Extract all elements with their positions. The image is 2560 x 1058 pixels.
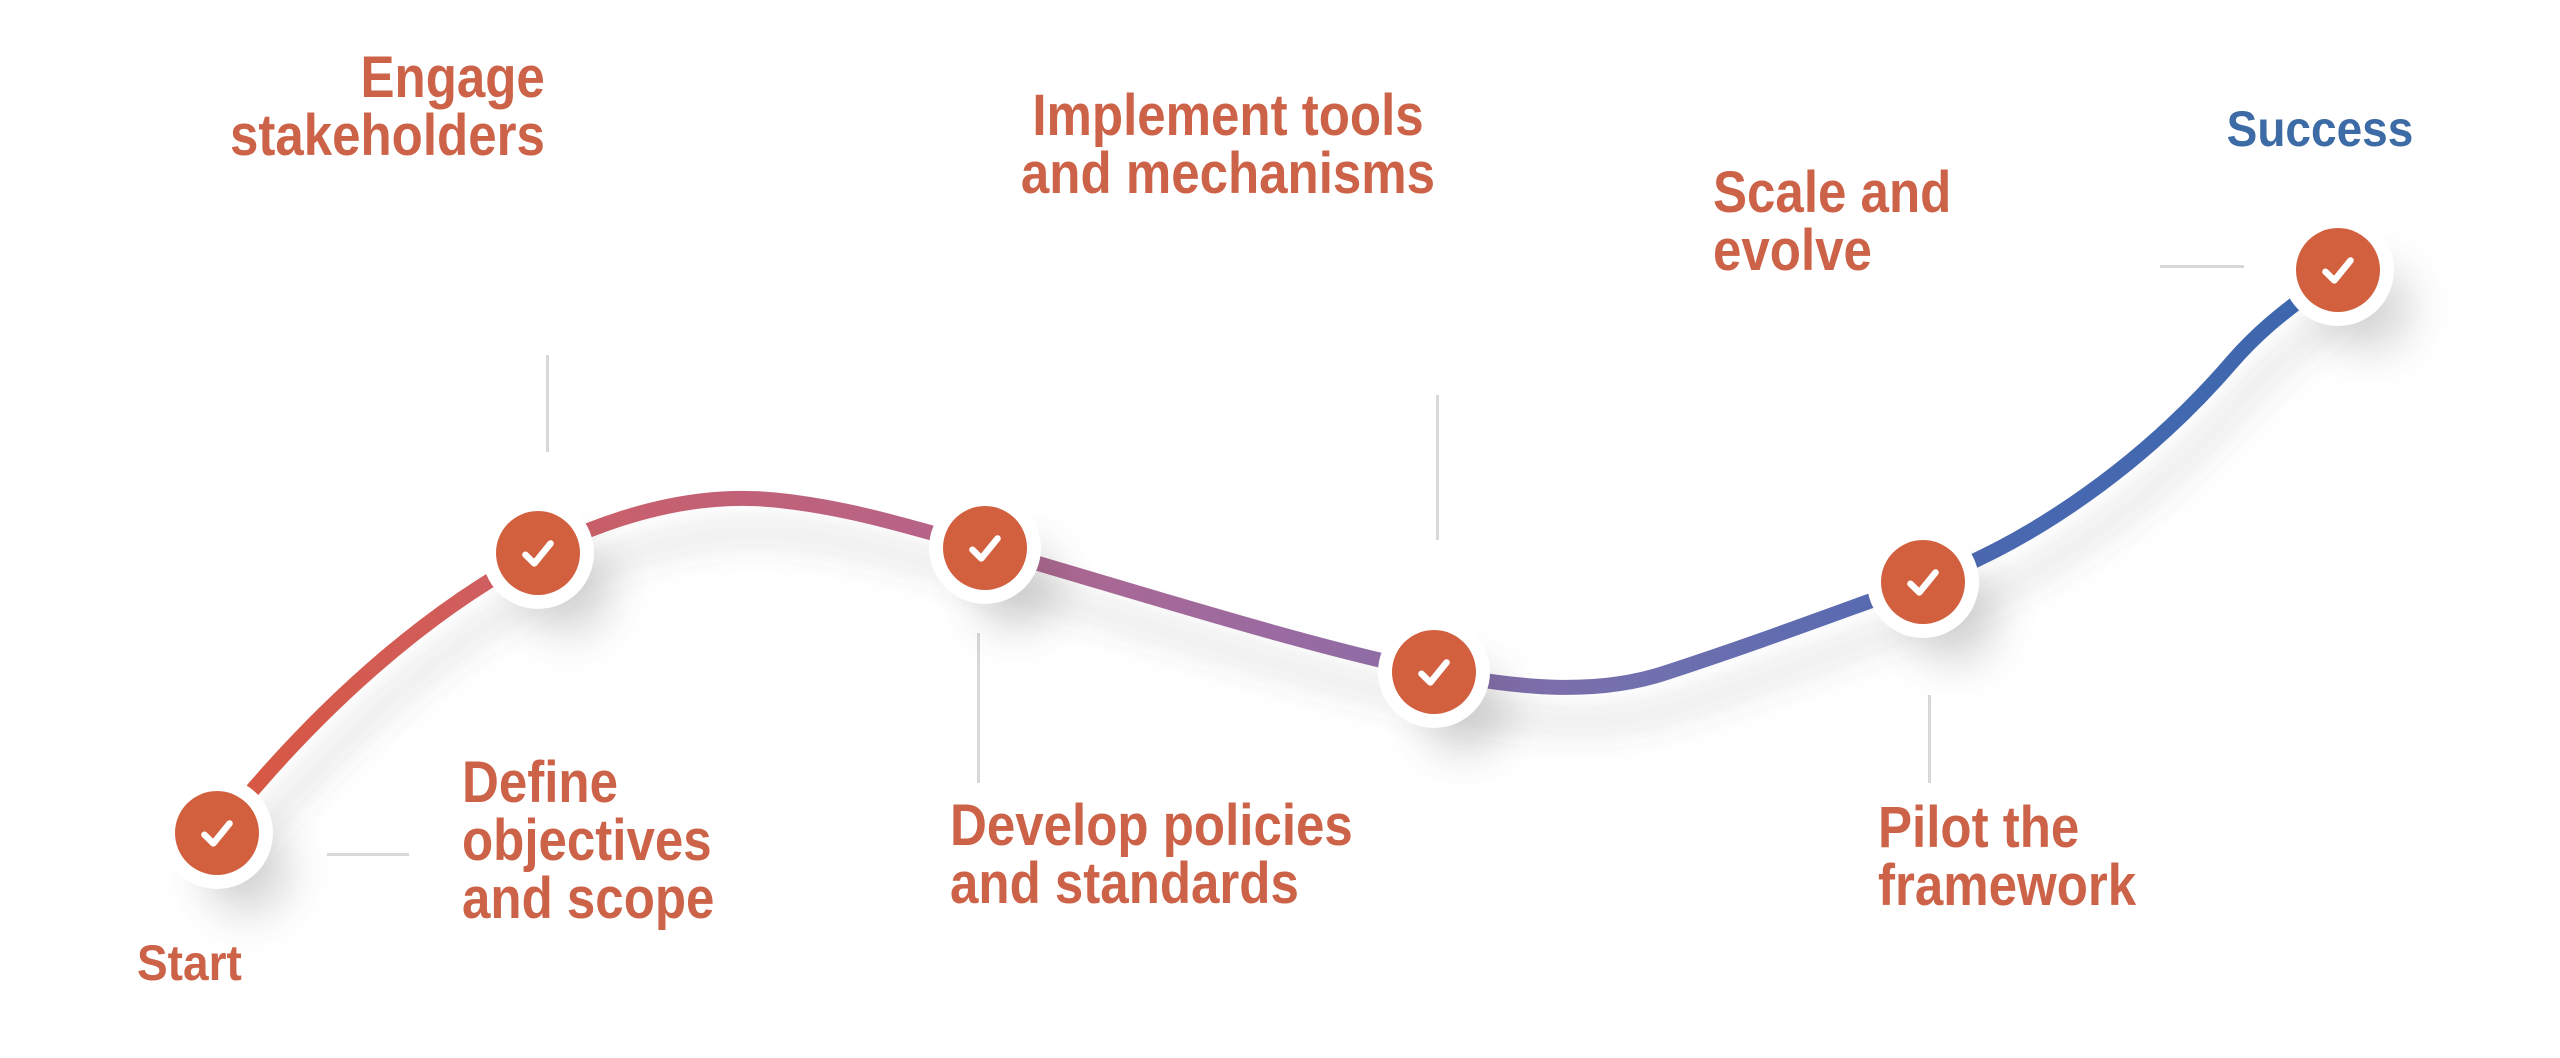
start-caption: Start — [137, 935, 242, 991]
check-icon — [2312, 244, 2364, 296]
connector-line-pilot — [1928, 695, 1931, 783]
success-caption: Success — [2226, 101, 2414, 157]
connector-line-engage — [546, 355, 549, 452]
step-label-engage-stakeholders: Engage stakeholders — [230, 45, 545, 168]
step-label-scale-evolve: Scale and evolve — [1713, 160, 1952, 283]
milestone-node-develop-policies — [943, 506, 1027, 590]
milestone-node-pilot-framework — [1881, 540, 1965, 624]
connector-line-scale — [2160, 265, 2244, 268]
connector-line-develop — [977, 633, 980, 783]
check-icon — [1897, 556, 1949, 608]
step-label-pilot-framework: Pilot the framework — [1878, 795, 2137, 918]
milestone-node-start — [175, 791, 259, 875]
milestone-node-success — [2296, 228, 2380, 312]
milestone-node-engage-stakeholders — [496, 511, 580, 595]
step-label-implement-tools: Implement tools and mechanisms — [1020, 83, 1436, 206]
check-icon — [959, 522, 1011, 574]
check-icon — [191, 807, 243, 859]
connector-line-implement — [1436, 395, 1439, 540]
check-icon — [1408, 646, 1460, 698]
step-label-develop-policies: Develop policies and standards — [950, 793, 1353, 916]
step-label-define-objectives: Define objectives and scope — [462, 750, 715, 931]
connector-line-define — [327, 853, 409, 856]
milestone-node-implement-tools — [1392, 630, 1476, 714]
check-icon — [512, 527, 564, 579]
